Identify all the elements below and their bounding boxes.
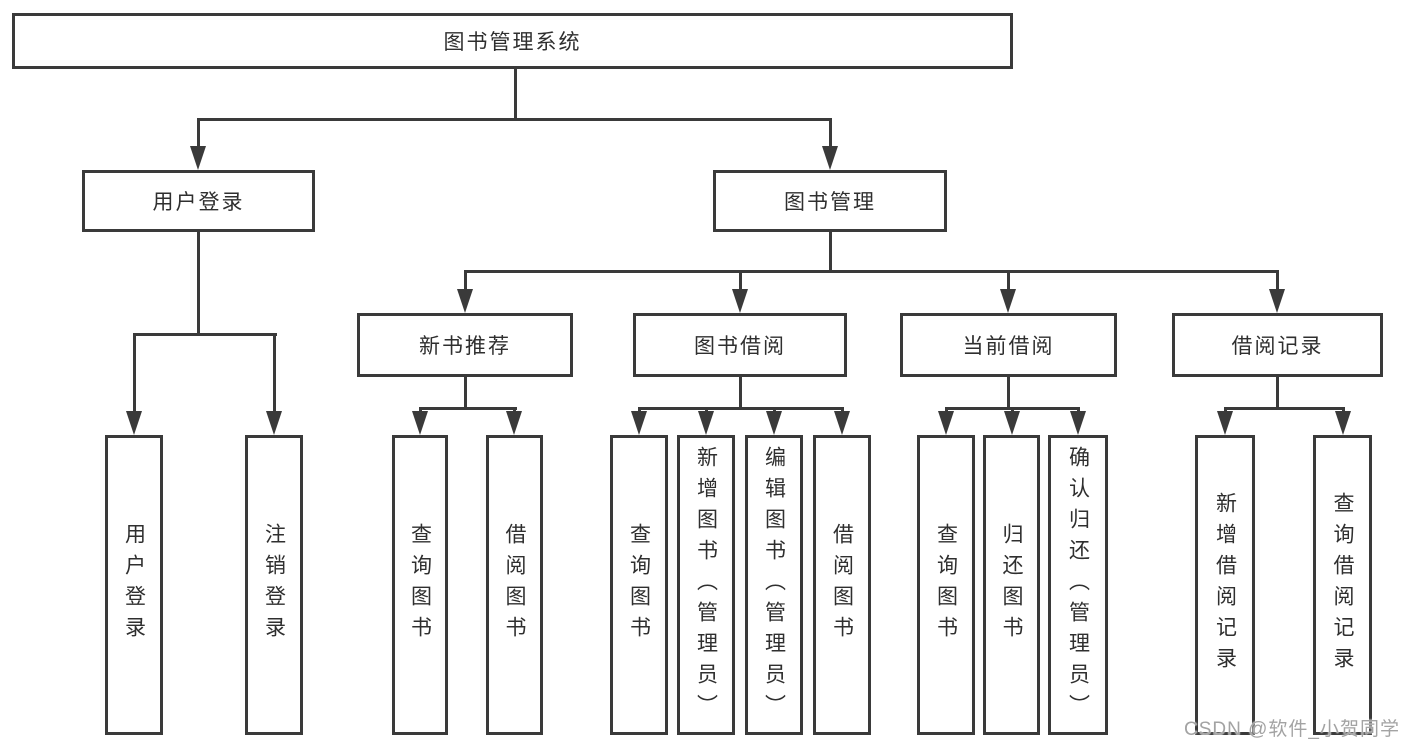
leaf-borrow-edit-book-admin: 编辑图书（管理员） — [745, 435, 803, 735]
arrow-leaf-c1-icon — [938, 411, 954, 435]
leaf-newbook-borrow-book-label: 借阅图书 — [503, 523, 526, 647]
connector-to-book-borrow-stem — [739, 270, 742, 293]
leaf-records-query-record: 查询借阅记录 — [1313, 435, 1372, 735]
leaf-current-confirm-return-admin-label: 确认归还（管理员） — [1066, 445, 1090, 725]
node-new-book-recommend-label: 新书推荐 — [419, 335, 511, 358]
node-new-book-recommend: 新书推荐 — [357, 313, 573, 377]
connector-to-book-management-stem — [829, 118, 832, 151]
arrow-leaf-c3-icon — [1070, 411, 1086, 435]
arrow-leaf-d2-icon — [1335, 411, 1351, 435]
connector-root-stem — [514, 69, 517, 120]
node-book-borrow-label: 图书借阅 — [694, 335, 786, 358]
arrow-leaf-logout-icon — [266, 411, 282, 435]
connector-to-user-login-stem — [197, 118, 200, 151]
node-root: 图书管理系统 — [12, 13, 1013, 69]
leaf-newbook-query-book-label: 查询图书 — [408, 523, 432, 647]
arrow-leaf-a2-icon — [506, 411, 522, 435]
connector-borrow-records-group-stem — [1276, 377, 1279, 410]
connector-level3-rail — [464, 270, 1279, 273]
arrow-to-new-book-icon — [457, 289, 473, 313]
csdn-watermark: CSDN @软件_小贺同学 — [1184, 719, 1400, 740]
connector-book-borrow-group-stem — [739, 377, 742, 410]
leaf-borrow-add-book-admin-label: 新增图书（管理员） — [694, 445, 718, 725]
connector-new-book-stem — [464, 377, 467, 410]
leaf-logout: 注销登录 — [245, 435, 303, 735]
connector-book-borrow-rail — [638, 407, 844, 410]
leaf-current-query-book-label: 查询图书 — [934, 523, 958, 647]
arrow-to-borrow-records-icon — [1269, 289, 1285, 313]
leaf-borrow-query-book: 查询图书 — [610, 435, 668, 735]
connector-new-book-rail — [419, 407, 517, 410]
arrow-leaf-login-icon — [126, 411, 142, 435]
connector-borrow-records-rail — [1224, 407, 1345, 410]
node-root-label: 图书管理系统 — [443, 31, 582, 54]
connector-current-borrow-group-stem — [1007, 377, 1010, 410]
arrow-leaf-a1-icon — [412, 411, 428, 435]
arrow-to-user-login-icon — [190, 146, 206, 170]
leaf-current-return-book-label: 归还图书 — [1000, 523, 1023, 647]
connector-to-new-book-stem — [464, 270, 467, 293]
leaf-borrow-query-book-label: 查询图书 — [627, 523, 651, 647]
node-book-borrow: 图书借阅 — [633, 313, 847, 377]
arrow-leaf-d1-icon — [1217, 411, 1233, 435]
leaf-borrow-borrow-book-label: 借阅图书 — [830, 523, 854, 647]
connector-user-login-stem — [197, 232, 200, 335]
connector-leaf-login-stem — [133, 333, 136, 415]
arrow-leaf-c2-icon — [1004, 411, 1020, 435]
node-book-management-label: 图书管理 — [784, 191, 876, 214]
arrow-leaf-b3-icon — [766, 411, 782, 435]
leaf-logout-label: 注销登录 — [262, 523, 286, 647]
arrow-leaf-b1-icon — [631, 411, 647, 435]
arrow-to-book-borrow-icon — [732, 289, 748, 313]
leaf-current-confirm-return-admin: 确认归还（管理员） — [1048, 435, 1108, 735]
arrow-leaf-b2-icon — [698, 411, 714, 435]
leaf-records-query-record-label: 查询借阅记录 — [1331, 492, 1354, 678]
node-current-borrow-label: 当前借阅 — [962, 335, 1055, 358]
leaf-current-query-book: 查询图书 — [917, 435, 975, 735]
arrow-to-current-borrow-icon — [1000, 289, 1016, 313]
node-user-login: 用户登录 — [82, 170, 315, 232]
leaf-borrow-edit-book-admin-label: 编辑图书（管理员） — [762, 445, 786, 725]
connector-to-borrow-records-stem — [1276, 270, 1279, 293]
connector-to-current-borrow-stem — [1007, 270, 1010, 293]
node-book-management: 图书管理 — [713, 170, 947, 232]
leaf-user-login: 用户登录 — [105, 435, 163, 735]
leaf-user-login-label: 用户登录 — [122, 523, 146, 647]
leaf-records-add-record: 新增借阅记录 — [1195, 435, 1255, 735]
connector-book-management-stem — [829, 232, 832, 273]
connector-root-rail — [197, 118, 832, 121]
connector-leaf-logout-stem — [273, 333, 276, 415]
leaf-current-return-book: 归还图书 — [983, 435, 1040, 735]
leaf-records-add-record-label: 新增借阅记录 — [1213, 492, 1237, 678]
leaf-borrow-add-book-admin: 新增图书（管理员） — [677, 435, 735, 735]
arrow-leaf-b4-icon — [834, 411, 850, 435]
node-borrow-records-label: 借阅记录 — [1231, 335, 1324, 358]
leaf-newbook-borrow-book: 借阅图书 — [486, 435, 543, 735]
node-user-login-label: 用户登录 — [152, 191, 245, 214]
node-borrow-records: 借阅记录 — [1172, 313, 1383, 377]
connector-user-login-rail — [133, 333, 277, 336]
leaf-borrow-borrow-book: 借阅图书 — [813, 435, 871, 735]
leaf-newbook-query-book: 查询图书 — [392, 435, 448, 735]
arrow-to-book-management-icon — [822, 146, 838, 170]
node-current-borrow: 当前借阅 — [900, 313, 1117, 377]
